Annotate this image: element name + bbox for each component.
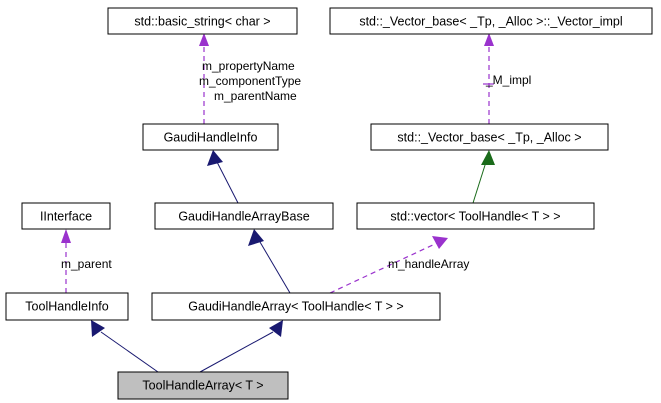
arrowhead-open-usage-basicstring xyxy=(199,33,209,46)
edge-gaudihandlearray-stdvector xyxy=(329,236,448,294)
node-gaudi-handle-array-toolhandle[interactable]: GaudiHandleArray< ToolHandle< T > > xyxy=(151,292,441,321)
node-gaudi-handle-array-base[interactable]: GaudiHandleArrayBase xyxy=(154,202,334,230)
edge-stdvector-vectorbase xyxy=(472,150,495,204)
edge-gaudihandlearraybase-gaudihandleinfo xyxy=(207,150,239,204)
edge-toolhandlearray-gaudihandlearray xyxy=(199,320,283,373)
edge-label-m-property-name: m_propertyName xyxy=(202,59,295,73)
node-label-gaudi-handle-array-toolhandle: GaudiHandleArray< ToolHandle< T > > xyxy=(188,299,403,313)
edge-gaudihandleinfo-basicstring xyxy=(199,33,209,124)
edge-toolhandlearray-toolhandleinfo xyxy=(91,320,159,373)
arrowhead-filled-inherit-gaudihandlearray xyxy=(269,320,283,337)
arrowhead-filled-inherit-toolhandleinfo xyxy=(91,320,105,337)
arrowhead-filled-inherit-gaudihandleinfo xyxy=(207,150,223,166)
edge-label-m-component-type: m_componentType xyxy=(199,74,301,88)
node-tool-handle-array[interactable]: ToolHandleArray< T > xyxy=(117,371,289,400)
edge-toolhandleinfo-iinterface xyxy=(61,229,71,293)
node-box-std-basic-string[interactable] xyxy=(107,7,298,35)
node-label-std-vector-toolhandle: std::vector< ToolHandle< T > > xyxy=(390,209,560,223)
node-box-tool-handle-array[interactable] xyxy=(117,371,289,400)
edge-line-template-vectorbase xyxy=(472,161,487,204)
node-box-iinterface[interactable] xyxy=(21,202,111,230)
arrowhead-open-usage-stdvector xyxy=(432,236,448,249)
node-label-gaudi-handle-array-base: GaudiHandleArrayBase xyxy=(178,209,309,223)
node-std-vector-base-vector-impl[interactable]: std::_Vector_base< _Tp, _Alloc >::_Vecto… xyxy=(329,7,653,35)
arrowhead-open-usage-iinterface xyxy=(61,229,71,243)
node-box-gaudi-handle-array-base[interactable] xyxy=(154,202,334,230)
node-box-tool-handle-info[interactable] xyxy=(5,292,129,321)
node-gaudi-handle-info[interactable]: GaudiHandleInfo xyxy=(142,123,279,151)
node-iinterface[interactable]: IInterface xyxy=(21,202,111,230)
edge-line-usage-mhandlearray xyxy=(329,242,438,294)
node-box-gaudi-handle-info[interactable] xyxy=(142,123,279,151)
edge-line-inherit-gaudihandlearraybase xyxy=(259,241,291,294)
edge-label-m-handle-array: m_handleArray xyxy=(388,257,469,271)
node-label-std-vector-base: std::_Vector_base< _Tp, _Alloc > xyxy=(397,130,581,144)
node-std-vector-toolhandle[interactable]: std::vector< ToolHandle< T > > xyxy=(356,202,595,230)
node-std-vector-base[interactable]: std::_Vector_base< _Tp, _Alloc > xyxy=(370,123,609,151)
node-box-std-vector-base-vector-impl[interactable] xyxy=(329,7,653,35)
edge-label-m-impl: _M_impl xyxy=(485,73,531,87)
arrowhead-filled-template-vectorbase xyxy=(481,150,495,165)
node-label-std-basic-string: std::basic_string< char > xyxy=(134,14,270,28)
node-std-basic-string[interactable]: std::basic_string< char > xyxy=(107,7,298,35)
node-tool-handle-info[interactable]: ToolHandleInfo xyxy=(5,292,129,321)
node-box-std-vector-base[interactable] xyxy=(370,123,609,151)
node-label-iinterface: IInterface xyxy=(40,209,92,223)
edge-gaudihandlearray-gaudihandlearraybase xyxy=(248,229,291,294)
node-label-tool-handle-info: ToolHandleInfo xyxy=(25,299,108,313)
node-box-gaudi-handle-array-toolhandle[interactable] xyxy=(151,292,441,321)
edge-vectorbase-vectorimpl xyxy=(483,33,494,124)
edge-line-inherit-gaudihandlearray xyxy=(199,331,274,373)
arrowhead-filled-inherit-gaudihandlearraybase xyxy=(248,229,264,246)
node-box-std-vector-toolhandle[interactable] xyxy=(356,202,595,230)
edge-label-m-parent: m_parent xyxy=(61,257,112,271)
edge-line-inherit-toolhandleinfo xyxy=(100,331,159,373)
edge-line-inherit-gaudihandleinfo xyxy=(216,161,239,204)
node-label-tool-handle-array: ToolHandleArray< T > xyxy=(142,378,263,392)
node-label-std-vector-base-vector-impl: std::_Vector_base< _Tp, _Alloc >::_Vecto… xyxy=(359,14,622,28)
arrowhead-open-usage-vectorimpl xyxy=(484,33,494,46)
node-label-gaudi-handle-info: GaudiHandleInfo xyxy=(164,130,258,144)
edge-label-m-parent-name: m_parentName xyxy=(214,89,297,103)
